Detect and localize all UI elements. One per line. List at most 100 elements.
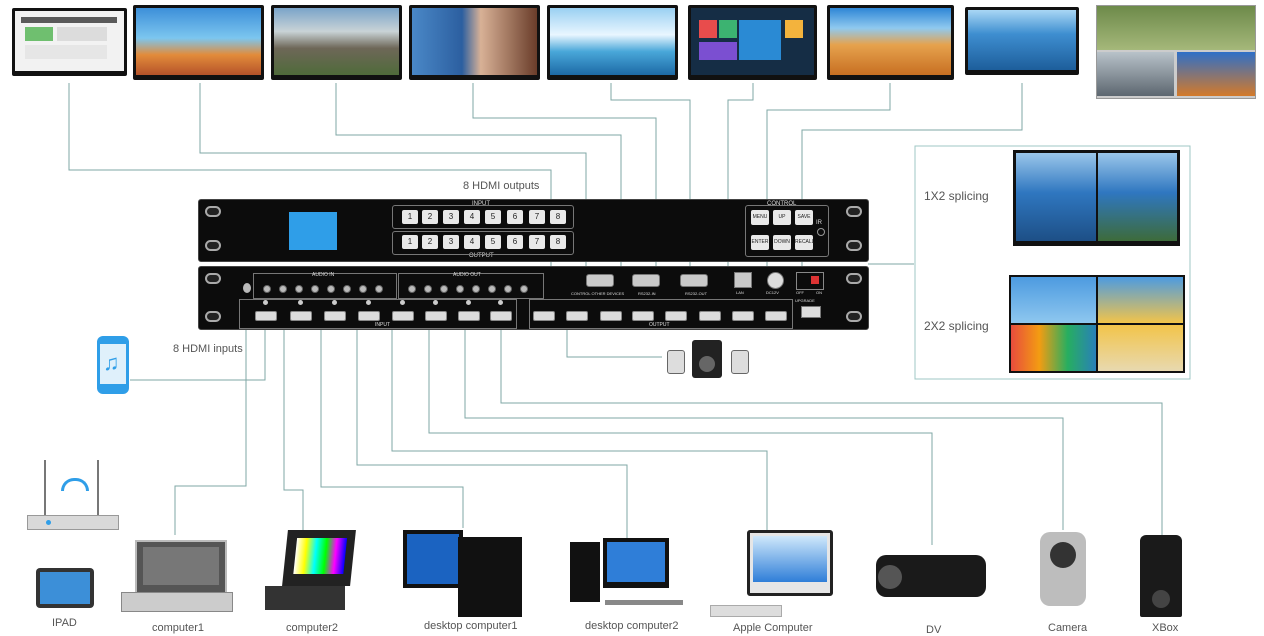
rack-ear xyxy=(846,311,862,322)
rack-ear xyxy=(846,273,862,284)
output-button-2[interactable]: 2 xyxy=(422,235,438,249)
subwoofer-icon xyxy=(692,340,722,378)
hdmi-output-port-2[interactable] xyxy=(566,311,588,321)
output-button-7[interactable]: 7 xyxy=(529,235,545,249)
speaker-left-icon xyxy=(667,350,685,374)
audio-out-group xyxy=(398,273,544,299)
output-button-6[interactable]: 6 xyxy=(507,235,523,249)
desktop-computer2-label: desktop computer2 xyxy=(585,620,679,632)
input-button-1[interactable]: 1 xyxy=(402,210,418,224)
output-button-1[interactable]: 1 xyxy=(402,235,418,249)
output-button-5[interactable]: 5 xyxy=(485,235,501,249)
lan-label: LAN xyxy=(736,290,744,295)
apple-computer-label: Apple Computer xyxy=(733,622,813,634)
input-button-5[interactable]: 5 xyxy=(485,210,501,224)
hdmi-output-port-6[interactable] xyxy=(699,311,721,321)
audio-out-jack xyxy=(520,285,528,293)
audio-in-jack xyxy=(263,285,271,293)
input-led xyxy=(366,300,371,305)
output-button-4[interactable]: 4 xyxy=(464,235,480,249)
tv-3 xyxy=(271,5,402,80)
audio-in-group xyxy=(253,273,397,299)
ir-sensor-icon xyxy=(817,228,825,236)
rack-ear xyxy=(205,273,221,284)
input-button-8[interactable]: 8 xyxy=(550,210,566,224)
audio-out-label: AUDIO OUT xyxy=(453,272,481,278)
desktop-computer1-label: desktop computer1 xyxy=(424,620,518,632)
splice-2x2-display xyxy=(1009,275,1185,373)
input-button-3[interactable]: 3 xyxy=(443,210,459,224)
audio-out-jack xyxy=(424,285,432,293)
router-antenna xyxy=(44,460,46,515)
desktop-computer1-monitor xyxy=(403,530,463,588)
hdmi-input-port-6[interactable] xyxy=(425,311,447,321)
control-other-devices-label: CONTROL OTHER DEVICES xyxy=(571,291,625,296)
desktop-computer1-tower xyxy=(458,537,522,617)
input-led xyxy=(263,300,268,305)
matrix-rear-panel: AUDIO IN AUDIO OUT INPUT OUTPUT CONTROL … xyxy=(198,266,869,330)
rear-input-label: INPUT xyxy=(375,322,390,328)
hdmi-output-port-1[interactable] xyxy=(533,311,555,321)
splice-1x2-display xyxy=(1013,150,1180,246)
hdmi-input-port-8[interactable] xyxy=(490,311,512,321)
ipad-label: IPAD xyxy=(52,617,77,629)
input-button-7[interactable]: 7 xyxy=(529,210,545,224)
save-button[interactable]: SAVE xyxy=(795,210,813,225)
ipad-icon xyxy=(36,568,94,608)
hdmi-output-port-8[interactable] xyxy=(765,311,787,321)
input-led xyxy=(400,300,405,305)
lan-port[interactable] xyxy=(734,272,752,288)
rs232-out-label: RS232-OUT xyxy=(685,291,708,296)
hdmi-input-port-4[interactable] xyxy=(358,311,380,321)
audio-in-jack xyxy=(359,285,367,293)
hdmi-input-port-5[interactable] xyxy=(392,311,414,321)
input-button-4[interactable]: 4 xyxy=(464,210,480,224)
input-button-2[interactable]: 2 xyxy=(422,210,438,224)
hdmi-input-port-2[interactable] xyxy=(290,311,312,321)
audio-out-jack xyxy=(472,285,480,293)
hdmi-inputs-label: 8 HDMI inputs xyxy=(173,343,243,355)
dc12v-label: DC12V xyxy=(766,290,779,295)
audio-in-jack xyxy=(327,285,335,293)
rs232-in-port[interactable] xyxy=(632,274,660,287)
enter-button[interactable]: ENTER xyxy=(751,235,769,250)
rs232-out-port[interactable] xyxy=(680,274,708,287)
down-button[interactable]: DOWN xyxy=(773,235,791,250)
audio-in-jack xyxy=(375,285,383,293)
power-switch[interactable] xyxy=(796,272,824,290)
wifi-icon xyxy=(61,478,89,491)
menu-button[interactable]: MENU xyxy=(751,210,769,225)
control-group xyxy=(745,205,829,257)
input-button-6[interactable]: 6 xyxy=(507,210,523,224)
audio-in-jack xyxy=(311,285,319,293)
hdmi-output-port-7[interactable] xyxy=(732,311,754,321)
upgrade-usb-port[interactable] xyxy=(801,306,821,318)
input-led xyxy=(466,300,471,305)
rear-output-label: OUTPUT xyxy=(649,322,670,328)
control-other-devices-port[interactable] xyxy=(586,274,614,287)
dc12v-port[interactable] xyxy=(767,272,784,289)
hdmi-input-port-7[interactable] xyxy=(458,311,480,321)
hdmi-input-port-1[interactable] xyxy=(255,311,277,321)
output-button-3[interactable]: 3 xyxy=(443,235,459,249)
recall-button[interactable]: RECALL xyxy=(795,235,814,250)
hdmi-output-port-4[interactable] xyxy=(632,311,654,321)
audio-in-jack xyxy=(279,285,287,293)
output-button-8[interactable]: 8 xyxy=(550,235,566,249)
hdmi-output-port-5[interactable] xyxy=(665,311,687,321)
computer1-label: computer1 xyxy=(152,622,204,634)
phone-icon: ♫ xyxy=(97,336,129,394)
dv-label: DV xyxy=(926,624,942,636)
tv-4 xyxy=(409,5,540,80)
desktop-computer2-monitor xyxy=(603,538,669,588)
router-antenna xyxy=(97,460,99,515)
rack-ear xyxy=(205,206,221,217)
video-wall-display xyxy=(1096,5,1256,99)
hdmi-output-port-3[interactable] xyxy=(600,311,622,321)
hdmi-input-port-3[interactable] xyxy=(324,311,346,321)
off-label: OFF xyxy=(796,290,804,295)
xbox-icon xyxy=(1140,535,1182,617)
input-hdmi-group xyxy=(239,299,517,329)
up-button[interactable]: UP xyxy=(773,210,791,225)
computer2-icon xyxy=(282,530,356,586)
